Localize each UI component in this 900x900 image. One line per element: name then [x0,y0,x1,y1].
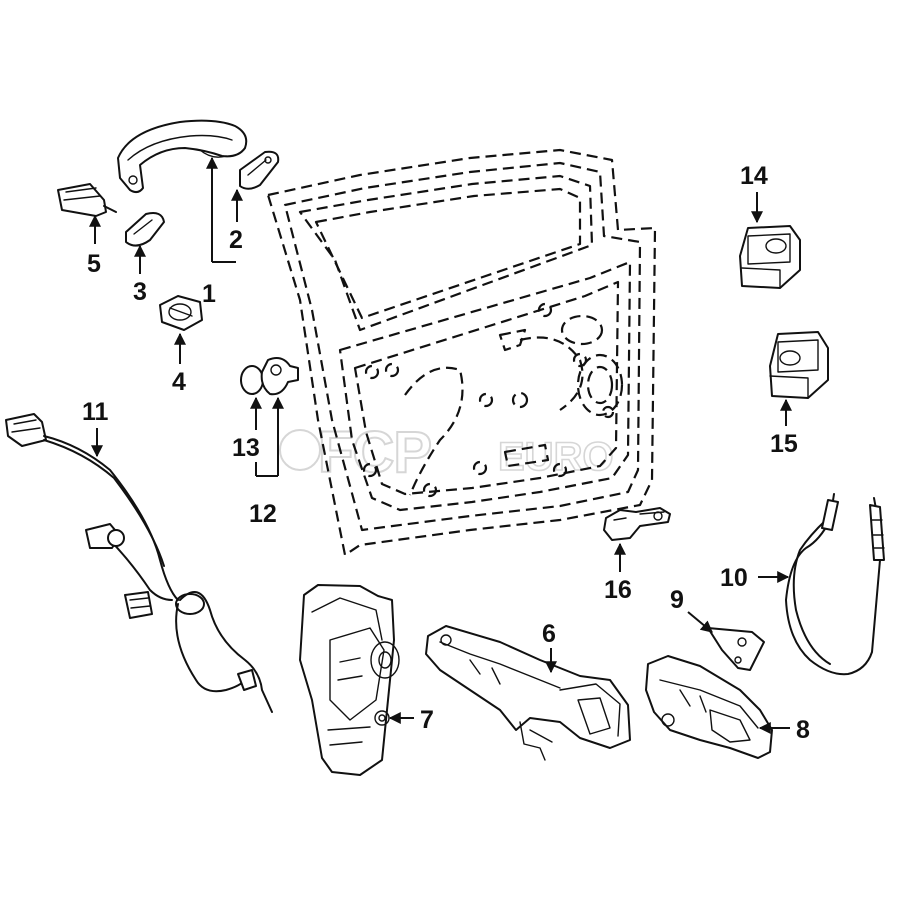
watermark-suffix: EURO [498,435,614,479]
callout-10: 10 [720,564,748,592]
callout-16: 16 [604,576,632,604]
inside-door-handle [645,655,773,759]
cylinder-cap [159,295,203,331]
callout-11: 11 [82,398,109,426]
door-check [603,507,671,541]
callout-6: 6 [542,620,556,648]
lower-hinge [769,331,829,399]
callout-3: 3 [133,278,147,306]
handle-plate [707,627,765,671]
callout-5: 5 [87,250,101,278]
callout-7: 7 [420,706,434,734]
callout-15: 15 [770,430,798,458]
door-shell [266,148,657,557]
cylinder-gasket [125,212,165,247]
handle-bracket [425,625,631,761]
callout-12: 12 [249,500,277,528]
wiring-harness [5,413,273,713]
callout-1: 1 [202,280,216,308]
callout-2: 2 [229,226,243,254]
striker-cover [240,357,299,396]
door-latch-assembly [299,584,400,776]
outside-door-handle [117,119,248,194]
callout-14: 14 [740,162,768,190]
control-cables [785,493,885,676]
lock-cylinder [57,183,117,217]
callout-8: 8 [796,716,810,744]
upper-hinge [739,225,801,289]
callout-4: 4 [172,368,186,396]
callout-9: 9 [670,586,684,614]
leader-lines [89,156,792,734]
handle-gasket [239,150,280,190]
callout-13: 13 [232,434,260,462]
callouts: 1 2 3 4 5 6 7 8 9 10 11 12 13 14 15 16 [82,162,810,744]
